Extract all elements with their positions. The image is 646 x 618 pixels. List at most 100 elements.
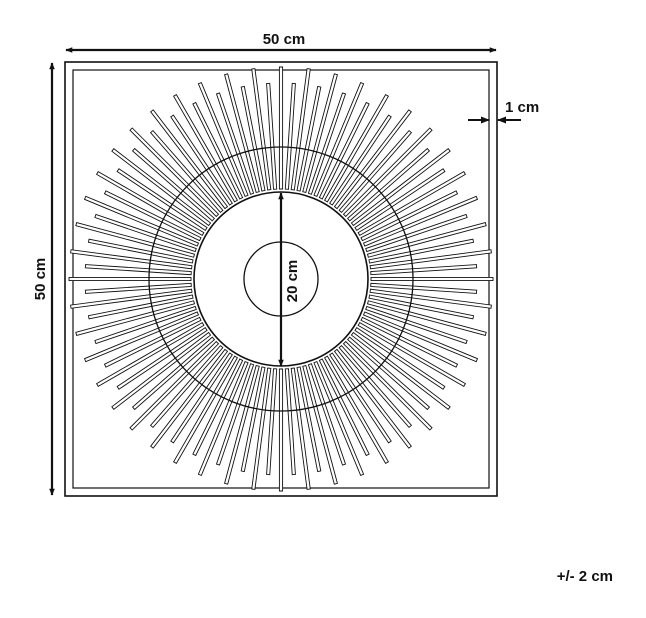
sunburst-ray	[365, 305, 468, 345]
sunburst-ray	[278, 368, 284, 492]
sunburst-ray	[172, 93, 239, 203]
sunburst-ray	[224, 364, 260, 485]
sunburst-ray	[103, 190, 202, 242]
sunburst-ray	[251, 68, 272, 191]
sunburst-ray	[338, 344, 413, 429]
sunburst-ray	[318, 358, 370, 457]
sunburst-ray	[354, 327, 446, 390]
sunburst-ray	[370, 276, 494, 282]
sunburst-ray	[290, 367, 311, 490]
sunburst-ray	[83, 311, 200, 363]
sunburst-ray	[313, 360, 365, 477]
sunburst-ray	[116, 327, 208, 390]
sunburst-ray	[266, 82, 278, 190]
sunburst-ray	[131, 147, 216, 222]
sunburst-ray	[333, 109, 412, 210]
sunburst-ray	[357, 170, 467, 237]
sunburst-ray	[362, 195, 479, 247]
sunburst-ray	[360, 316, 459, 368]
sunburst-ray	[350, 148, 451, 227]
sunburst-ray	[84, 264, 192, 276]
sunburst-ray	[357, 321, 467, 388]
sunburst-ray	[75, 222, 196, 258]
sunburst-ray	[360, 190, 459, 242]
sunburst-ray	[338, 129, 413, 214]
sunburst-ray	[296, 366, 322, 473]
sunburst-ray	[302, 73, 338, 194]
sunburst-ray	[87, 238, 194, 264]
sunburst-ray	[368, 238, 475, 264]
tolerance-note: +/- 2 cm	[556, 568, 613, 585]
sunburst-ray	[313, 81, 365, 198]
sunburst-ray	[240, 85, 266, 192]
frame-depth-dimension: 1 cm	[468, 99, 539, 124]
sunburst-ray	[192, 358, 244, 457]
sunburst-ray	[170, 114, 233, 206]
sunburst-ray	[251, 367, 272, 490]
sunburst-ray	[111, 148, 212, 227]
depth-label: 1 cm	[505, 99, 539, 116]
sunburst-ray	[84, 282, 192, 294]
sunburst-ray	[329, 114, 392, 206]
sunburst-ray	[116, 168, 208, 231]
sunburst-ray	[369, 288, 492, 309]
sunburst-ray	[95, 170, 205, 237]
sunburst-ray	[346, 336, 431, 411]
sunburst-ray	[94, 305, 197, 345]
inner-diameter-dimension: 20 cm	[278, 192, 301, 367]
height-dimension: 50 cm	[32, 62, 55, 496]
sunburst-ray	[94, 213, 197, 253]
sunburst-ray	[170, 352, 233, 444]
sunburst-rays	[68, 66, 494, 492]
sunburst-ray	[75, 300, 196, 336]
sunburst-ray	[318, 101, 370, 200]
width-label: 50 cm	[263, 31, 306, 48]
sunburst-ray	[284, 368, 296, 476]
sunburst-ray	[354, 168, 446, 231]
sunburst-ray	[224, 73, 260, 194]
sunburst-ray	[215, 92, 255, 195]
frame-outer-edge	[64, 61, 498, 497]
sunburst-ray	[307, 92, 347, 195]
sunburst-ray	[192, 101, 244, 200]
sunburst-ray	[87, 294, 194, 320]
sunburst-ray	[366, 300, 487, 336]
sunburst-ray	[68, 276, 192, 282]
sunburst-ray	[278, 66, 284, 190]
sunburst-ray	[307, 363, 347, 466]
sunburst-ray	[131, 336, 216, 411]
sunburst-ray	[370, 264, 478, 276]
sunburst-ray	[150, 109, 229, 210]
sunburst-ray	[346, 147, 431, 222]
sunburst-ray	[323, 355, 390, 465]
sunburst-ray	[342, 340, 433, 431]
sunburst-ray	[240, 366, 266, 473]
sunburst-ray	[266, 368, 278, 476]
sunburst-ray	[366, 222, 487, 258]
sunburst-ray	[362, 311, 479, 363]
sunburst-ray	[150, 348, 229, 449]
sunburst-ray	[172, 355, 239, 465]
sunburst-ray	[129, 340, 220, 431]
sunburst-ray	[296, 85, 322, 192]
sunburst-ray	[129, 127, 220, 218]
diameter-label: 20 cm	[284, 260, 301, 303]
sunburst-ray	[95, 321, 205, 388]
height-label: 50 cm	[32, 258, 49, 301]
sunburst-ray	[365, 213, 468, 253]
sunburst-ray	[369, 249, 492, 270]
sunburst-ray	[302, 364, 338, 485]
sunburst-ray	[70, 249, 193, 270]
sunburst-ray	[290, 68, 311, 191]
sunburst-ray	[323, 93, 390, 203]
sunburst-ray	[83, 195, 200, 247]
sunburst-ray	[342, 127, 433, 218]
sunburst-ray	[215, 363, 255, 466]
sunburst-ray	[368, 294, 475, 320]
sunburst-ray	[333, 348, 412, 449]
sunburst-ray	[149, 129, 224, 214]
sunburst-ray	[149, 344, 224, 429]
sunburst-ray	[284, 82, 296, 190]
sunburst-ray	[103, 316, 202, 368]
